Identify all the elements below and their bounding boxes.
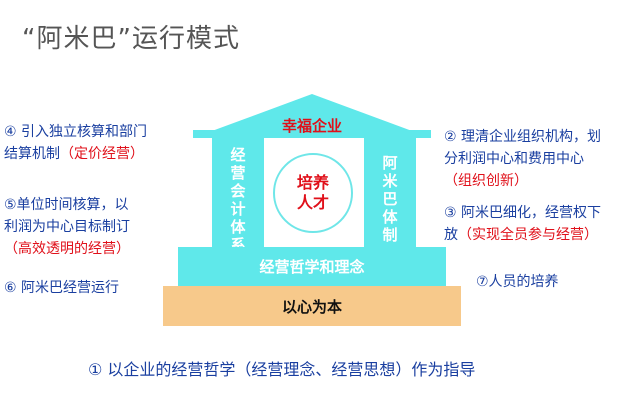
note-4-line2: 结算机制（定价经营） — [4, 143, 147, 165]
note-4-line2-text: 结算机制 — [4, 146, 60, 162]
note-3-line2: 放（实现全员参与经营） — [444, 224, 601, 246]
note-4-line1: ④ 引入独立核算和部门 — [4, 124, 148, 140]
center-line-2: 人才 — [296, 193, 329, 212]
note-3-line2-text: 放 — [444, 227, 458, 243]
page-title: “阿米巴”运行模式 — [22, 24, 240, 54]
note-4-emphasis: （定价经营） — [60, 146, 144, 162]
roof-label: 幸福企业 — [281, 117, 342, 135]
center-circle: 培养 人才 — [273, 153, 353, 233]
left-pillar-label: 经营会计体系 — [230, 146, 246, 254]
note-6: ⑥ 阿米巴经营运行 — [4, 280, 120, 296]
note-2: ② 理清企业组织机构，划 分利润中心和费用中心 （组织创新） — [444, 126, 601, 192]
note-5-line1: ⑤单位时间核算，以 — [4, 197, 129, 213]
left-pillar — [212, 136, 264, 247]
note-5-line2: 利润为中心目标制订 — [4, 219, 130, 235]
right-pillar — [364, 136, 416, 247]
note-5: ⑤单位时间核算，以 利润为中心目标制订 （高效透明的经营） — [4, 194, 130, 260]
note-3-emphasis: （实现全员参与经营） — [458, 227, 598, 243]
note-2-line1: ② 理清企业组织机构，划 — [444, 129, 602, 145]
note-4: ④ 引入独立核算和部门 结算机制（定价经营） — [4, 121, 147, 165]
right-pillar-label: 阿米巴体制 — [382, 154, 398, 244]
note-5-emphasis: （高效透明的经营） — [4, 241, 130, 257]
philosophy-platform: 经营哲学和理念 — [178, 247, 446, 286]
note-7: ⑦人员的培养 — [476, 274, 559, 290]
note-2-emphasis: （组织创新） — [444, 173, 528, 189]
foundation-base: 以心为本 — [163, 286, 461, 326]
note-3-line1: ③ 阿米巴细化，经营权下 — [444, 205, 602, 221]
guideline-note: ① 以企业的经营哲学（经营理念、经营思想）作为指导 — [88, 360, 476, 379]
center-line-1: 培养 — [296, 173, 329, 192]
note-3: ③ 阿米巴细化，经营权下 放（实现全员参与经营） — [444, 202, 601, 246]
roof-shape — [193, 94, 431, 138]
note-2-line2: 分利润中心和费用中心 — [444, 151, 584, 167]
